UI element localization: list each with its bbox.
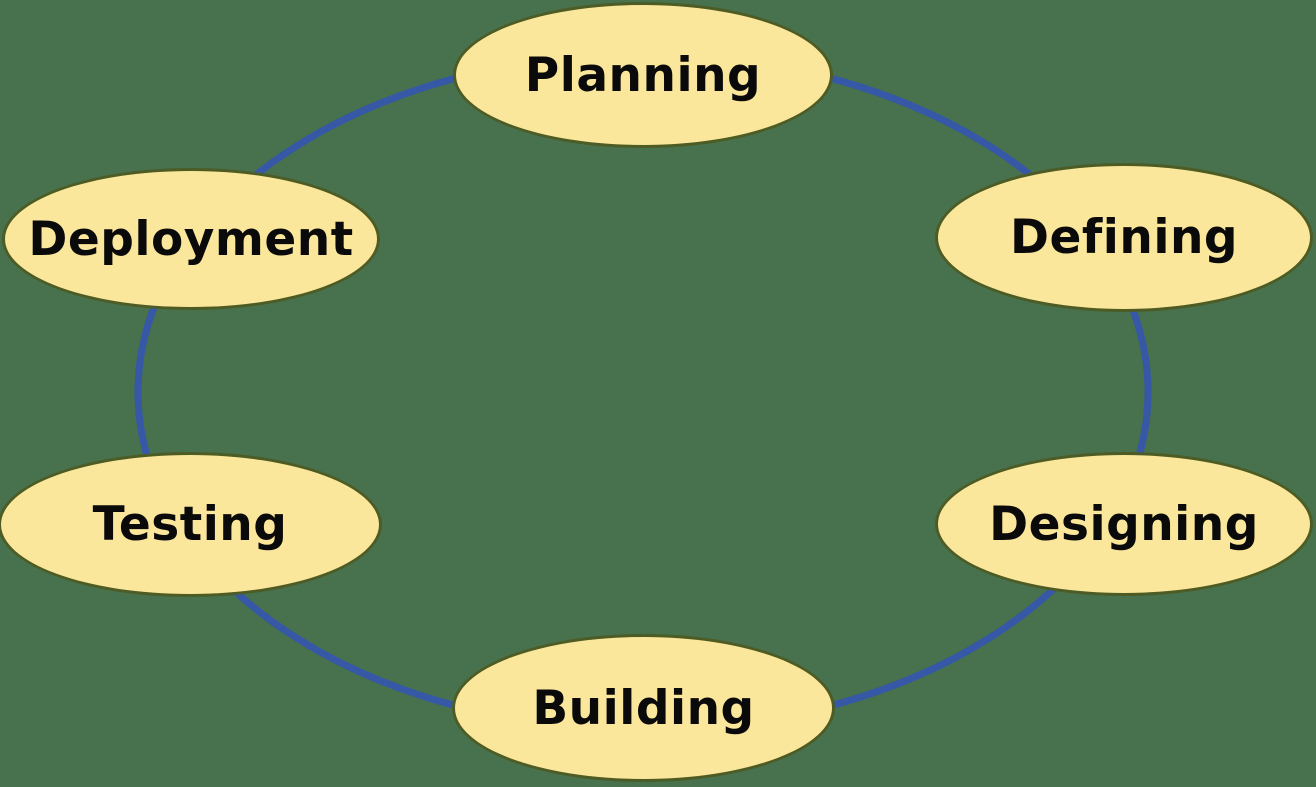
node-defining: Defining: [935, 163, 1313, 312]
node-testing: Testing: [0, 452, 382, 597]
node-planning: Planning: [453, 2, 833, 148]
node-building-label: Building: [532, 680, 755, 736]
node-deployment-label: Deployment: [28, 211, 354, 267]
node-deployment: Deployment: [2, 168, 380, 310]
node-planning-label: Planning: [524, 47, 762, 103]
cycle-ring-ellipse: [134, 50, 1152, 734]
node-building: Building: [452, 634, 835, 782]
node-designing: Designing: [935, 452, 1313, 596]
node-defining-label: Defining: [1009, 210, 1239, 265]
node-testing-label: Testing: [92, 497, 288, 552]
node-designing-label: Designing: [989, 496, 1259, 552]
